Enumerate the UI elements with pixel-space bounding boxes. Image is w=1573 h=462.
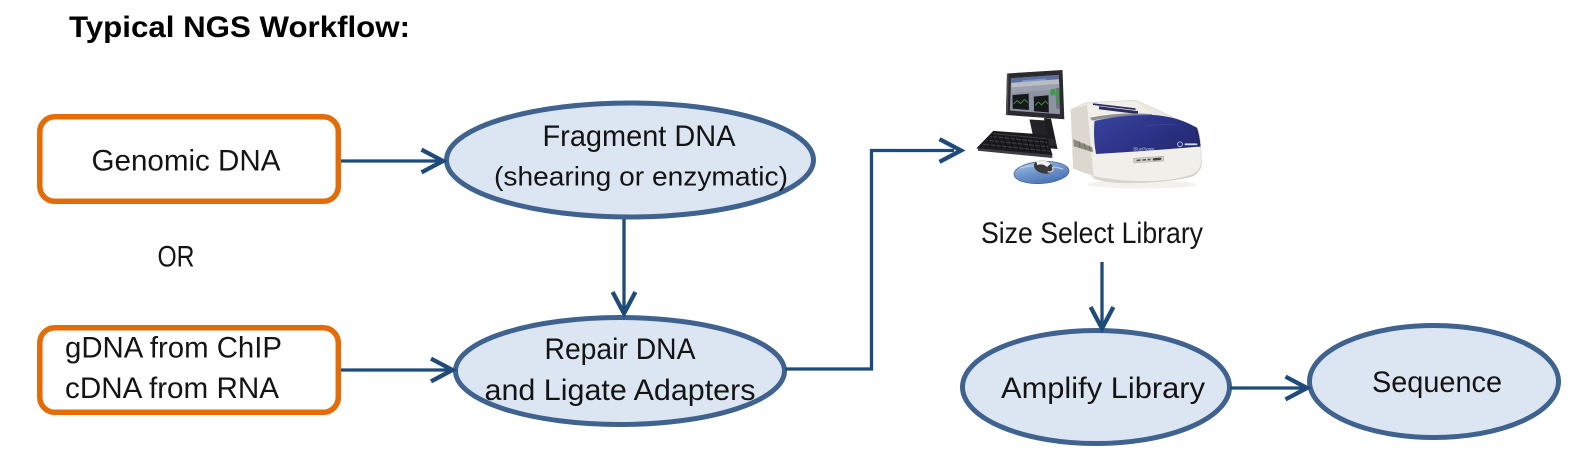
svg-text:(shearing or enzymatic): (shearing or enzymatic) — [494, 162, 788, 192]
svg-text:Genomic DNA: Genomic DNA — [92, 145, 281, 178]
svg-text:OR: OR — [158, 241, 195, 274]
svg-text:cDNA from RNA: cDNA from RNA — [65, 372, 279, 405]
svg-text:and Ligate Adapters: and Ligate Adapters — [485, 374, 756, 407]
svg-text:Repair DNA: Repair DNA — [545, 333, 696, 366]
svg-text:BluePippin: BluePippin — [1134, 146, 1156, 151]
svg-text:gDNA from ChIP: gDNA from ChIP — [65, 332, 282, 365]
svg-text:Typical NGS Workflow:: Typical NGS Workflow: — [69, 11, 410, 44]
svg-text:Size Select Library: Size Select Library — [981, 217, 1203, 250]
svg-text:Fragment DNA: Fragment DNA — [543, 120, 736, 153]
svg-text:Sequence: Sequence — [1372, 366, 1502, 399]
svg-text:Amplify Library: Amplify Library — [1001, 372, 1205, 405]
